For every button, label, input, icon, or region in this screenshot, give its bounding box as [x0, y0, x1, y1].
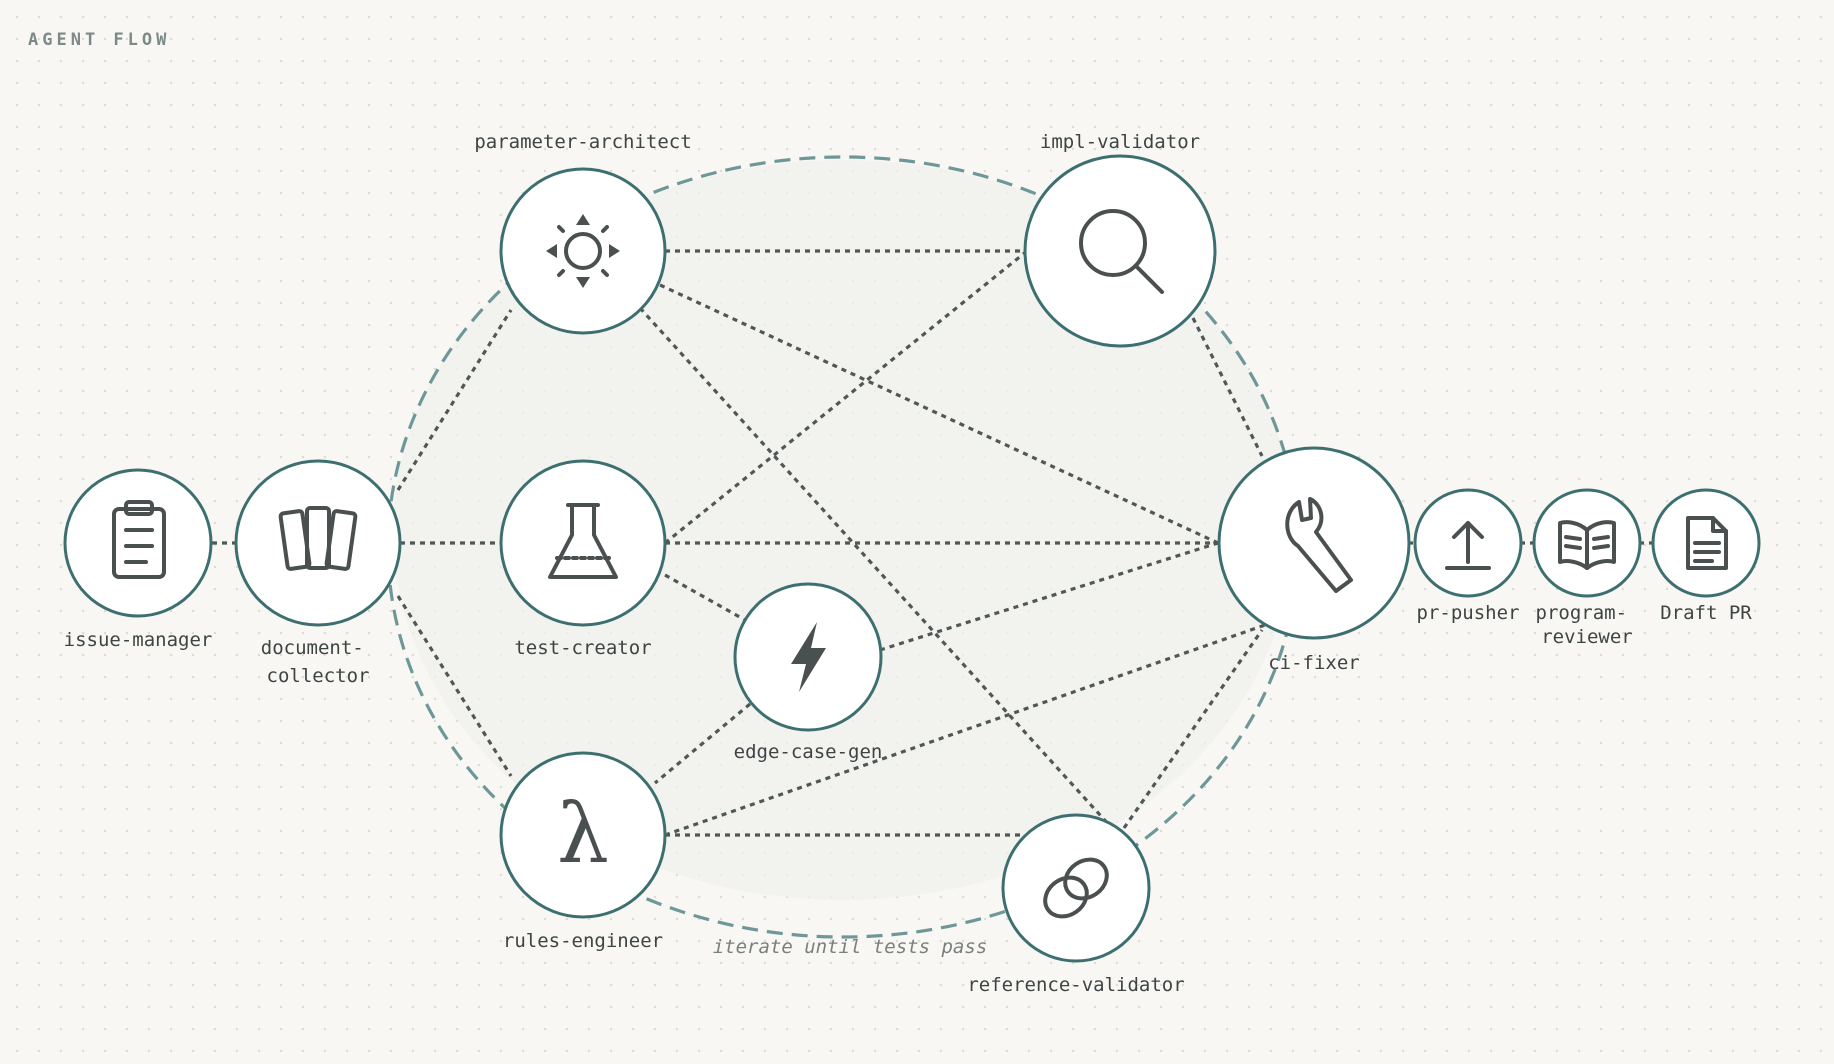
node-label: edge-case-gen [734, 741, 883, 763]
node-rules-engineer[interactable]: λ rules-engineer [499, 751, 667, 952]
upload-icon [1445, 521, 1491, 570]
magnifier-icon [1079, 209, 1164, 294]
loop-label: iterate until tests pass [713, 936, 988, 958]
node-document-collector[interactable]: document- collector [234, 459, 402, 687]
node-label: document- collector [261, 637, 375, 687]
node-program-reviewer[interactable]: program- reviewer [1532, 488, 1642, 648]
node-label: program- reviewer [1536, 602, 1639, 648]
documents-icon [278, 506, 358, 571]
node-label: ci-fixer [1268, 652, 1360, 674]
node-label: parameter-architect [474, 131, 691, 153]
page-title: AGENT FLOW [28, 30, 171, 50]
flask-icon [548, 503, 618, 579]
rings-icon [1043, 857, 1109, 919]
node-label: issue-manager [64, 629, 213, 651]
node-pr-pusher[interactable]: pr-pusher [1413, 488, 1523, 624]
edge-param-ref [638, 306, 1112, 828]
node-label: test-creator [514, 637, 651, 659]
edge-test-impl [663, 249, 1029, 545]
node-label: rules-engineer [503, 930, 663, 952]
node-impl-validator[interactable]: impl-validator [1023, 131, 1217, 348]
node-label: pr-pusher [1417, 602, 1520, 624]
document-icon [1686, 516, 1728, 570]
node-issue-manager[interactable]: issue-manager [63, 468, 213, 651]
node-ci-fixer[interactable]: ci-fixer [1217, 446, 1411, 674]
clipboard-icon [112, 500, 166, 579]
node-label: impl-validator [1040, 131, 1200, 153]
sun-gear-icon [546, 214, 620, 288]
node-draft-pr[interactable]: Draft PR [1651, 488, 1761, 624]
node-label: reference-validator [967, 974, 1184, 996]
node-label: Draft PR [1660, 602, 1752, 624]
node-reference-validator[interactable]: reference-validator [967, 813, 1185, 996]
edge-ref-ci [1122, 629, 1264, 829]
edge-param-ci [659, 283, 1219, 545]
node-parameter-architect[interactable]: parameter-architect [474, 131, 692, 335]
lambda-icon: λ [557, 787, 609, 882]
node-test-creator[interactable]: test-creator [499, 459, 667, 659]
edge-edge-rules [653, 702, 752, 785]
open-book-icon [1558, 520, 1616, 570]
node-edge-case-gen[interactable]: edge-case-gen [733, 582, 883, 763]
lightning-icon [791, 622, 826, 692]
wrench-icon [1285, 497, 1353, 593]
